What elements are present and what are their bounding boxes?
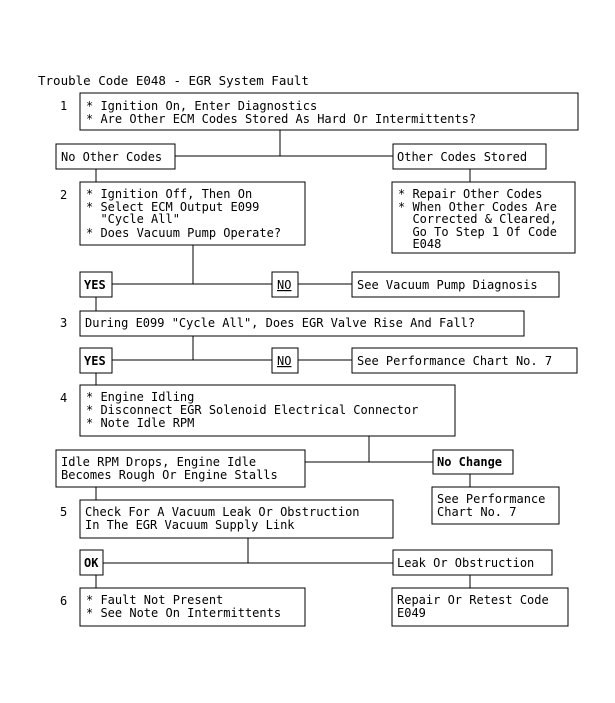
chart-title: Trouble Code E048 - EGR System Fault: [38, 73, 309, 88]
step-5-line-1: Check For A Vacuum Leak Or Obstruction: [85, 505, 360, 519]
step-2-number: 2: [60, 188, 67, 202]
repair-other-line-5: E048: [398, 237, 441, 251]
step-3-line-1: During E099 "Cycle All", Does EGR Valve …: [85, 316, 475, 330]
step-2-line-3: "Cycle All": [86, 212, 180, 226]
step-2-line-1: * Ignition Off, Then On: [86, 187, 252, 201]
idle-rpm-drops-box: [55, 449, 306, 488]
yes-box-2: [79, 347, 113, 374]
repair-retest-line-1: Repair Or Retest Code: [397, 593, 549, 607]
leak-obstruction-label: Leak Or Obstruction: [397, 556, 534, 570]
no-other-codes-box: [55, 143, 176, 170]
no-change-label: No Change: [437, 455, 502, 469]
step-6-line-1: * Fault Not Present: [86, 593, 223, 607]
step-6-number: 6: [60, 594, 67, 608]
no-other-codes-label: No Other Codes: [61, 150, 162, 164]
step-4-number: 4: [60, 391, 67, 405]
step-6-box: [79, 587, 306, 627]
ok-label: OK: [84, 556, 99, 570]
repair-retest-box: [391, 587, 569, 627]
connector-lines: [95, 130, 471, 588]
step-5-number: 5: [60, 505, 67, 519]
step-1-number: 1: [60, 99, 67, 113]
yes-box-1: [79, 271, 113, 298]
repair-other-line-4: Go To Step 1 Of Code: [398, 225, 557, 239]
no-box-2: [271, 347, 299, 374]
idle-rpm-drops-line-2: Becomes Rough Or Engine Stalls: [61, 468, 278, 482]
yes-label-1: YES: [84, 278, 106, 292]
no-label-2: NO: [277, 354, 291, 368]
repair-other-line-2: * When Other Codes Are: [398, 200, 557, 214]
step-4-line-2: * Disconnect EGR Solenoid Electrical Con…: [86, 403, 418, 417]
step-1-line-1: * Ignition On, Enter Diagnostics: [86, 99, 317, 113]
step-2-line-4: * Does Vacuum Pump Operate?: [86, 226, 281, 240]
step-6-line-2: * See Note On Intermittents: [86, 606, 281, 620]
no-box-1: [271, 271, 299, 298]
repair-other-line-3: Corrected & Cleared,: [398, 212, 557, 226]
idle-rpm-drops-line-1: Idle RPM Drops, Engine Idle: [61, 455, 256, 469]
vacuum-pump-diagnosis-box: [351, 271, 560, 298]
repair-other-codes-box: [391, 181, 576, 254]
no-change-box: [432, 449, 514, 475]
step-4-line-1: * Engine Idling: [86, 390, 194, 404]
step-3-box: [79, 310, 525, 337]
other-codes-stored-box: [392, 143, 547, 170]
step-1-box: [79, 92, 579, 131]
step-5-line-2: In The EGR Vacuum Supply Link: [85, 518, 295, 532]
performance-chart-box-2: [431, 486, 560, 525]
vacuum-pump-diagnosis-label: See Vacuum Pump Diagnosis: [357, 278, 538, 292]
step-2-line-2: * Select ECM Output E099: [86, 200, 259, 214]
step-3-number: 3: [60, 316, 67, 330]
other-codes-stored-label: Other Codes Stored: [397, 150, 527, 164]
repair-retest-line-2: E049: [397, 606, 426, 620]
ok-box: [79, 549, 104, 576]
step-4-line-3: * Note Idle RPM: [86, 416, 194, 430]
step-5-box: [79, 499, 394, 539]
repair-other-line-1: * Repair Other Codes: [398, 187, 543, 201]
leak-obstruction-box: [392, 549, 553, 576]
step-2-box: [79, 181, 306, 246]
performance-chart-box-1: [351, 347, 578, 374]
step-1-line-2: * Are Other ECM Codes Stored As Hard Or …: [86, 112, 476, 126]
performance-chart-2-line-2: Chart No. 7: [437, 505, 516, 519]
yes-label-2: YES: [84, 354, 106, 368]
step-4-box: [79, 384, 456, 437]
performance-chart-label-1: See Performance Chart No. 7: [357, 354, 552, 368]
no-label-1: NO: [277, 278, 291, 292]
performance-chart-2-line-1: See Performance: [437, 492, 545, 506]
